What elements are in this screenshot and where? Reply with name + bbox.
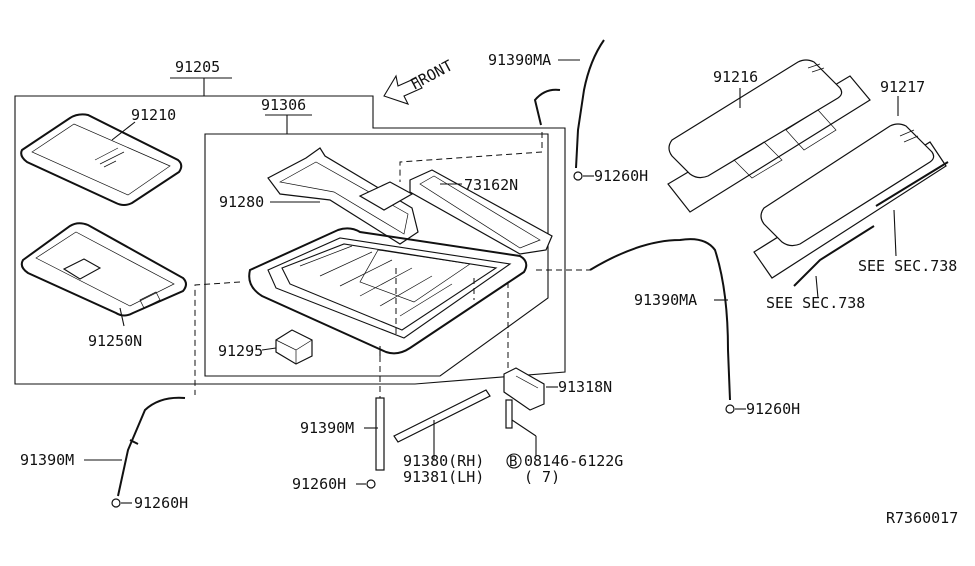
drain-hose-center bbox=[356, 397, 385, 489]
label-91260h-right: 91260H bbox=[746, 400, 800, 418]
label-bolt-symbol: B bbox=[509, 454, 517, 470]
frame-outline-91306 bbox=[204, 133, 549, 377]
label-91260h-left: 91260H bbox=[134, 494, 188, 512]
label-91390m-center: 91390M bbox=[300, 419, 354, 437]
drain-hose-top bbox=[533, 39, 605, 181]
label-91260h-center: 91260H bbox=[292, 475, 346, 493]
label-qty-7: ( 7) bbox=[524, 468, 560, 486]
trim-strip bbox=[393, 389, 491, 460]
label-ref-code: R7360017 bbox=[886, 509, 958, 527]
label-91381: 91381(LH) bbox=[403, 468, 484, 486]
frame-tray bbox=[248, 227, 528, 356]
label-91260h-top: 91260H bbox=[594, 167, 648, 185]
headliner-panel-91216 bbox=[667, 59, 871, 213]
label-91390ma-right: 91390MA bbox=[634, 291, 697, 309]
label-see-sec-2: SEE SEC.738 bbox=[766, 294, 865, 312]
label-91205: 91205 bbox=[175, 58, 220, 76]
label-91250n: 91250N bbox=[88, 332, 142, 350]
bolt bbox=[505, 399, 537, 456]
label-73162n: 73162N bbox=[464, 176, 518, 194]
bolt-symbol-circle bbox=[506, 453, 522, 469]
label-08146-6122g: 08146-6122G bbox=[524, 452, 623, 470]
label-91318n: 91318N bbox=[558, 378, 612, 396]
glass-panel bbox=[20, 113, 183, 206]
front-arrow bbox=[383, 74, 423, 105]
label-91280: 91280 bbox=[219, 193, 264, 211]
sunshade-panel bbox=[20, 222, 187, 327]
label-see-sec-1: SEE SEC.738 bbox=[858, 257, 957, 275]
label-front: FRONT bbox=[407, 56, 455, 93]
label-91210: 91210 bbox=[131, 106, 176, 124]
bracket bbox=[503, 367, 558, 411]
label-91295: 91295 bbox=[218, 342, 263, 360]
headliner-panel-91217 bbox=[753, 96, 949, 299]
sunroof-frame bbox=[267, 147, 553, 255]
label-91306: 91306 bbox=[261, 96, 306, 114]
motor bbox=[261, 329, 313, 365]
label-91216: 91216 bbox=[713, 68, 758, 86]
label-91217: 91217 bbox=[880, 78, 925, 96]
drain-hose-left bbox=[111, 396, 186, 508]
label-leaders bbox=[84, 59, 728, 461]
label-91390m-left: 91390M bbox=[20, 451, 74, 469]
drain-hose-right bbox=[589, 238, 746, 414]
label-91390ma-top: 91390MA bbox=[488, 51, 551, 69]
label-91380: 91380(RH) bbox=[403, 452, 484, 470]
dashed-leaders bbox=[194, 132, 590, 398]
assembly-outline-91205 bbox=[14, 95, 566, 385]
